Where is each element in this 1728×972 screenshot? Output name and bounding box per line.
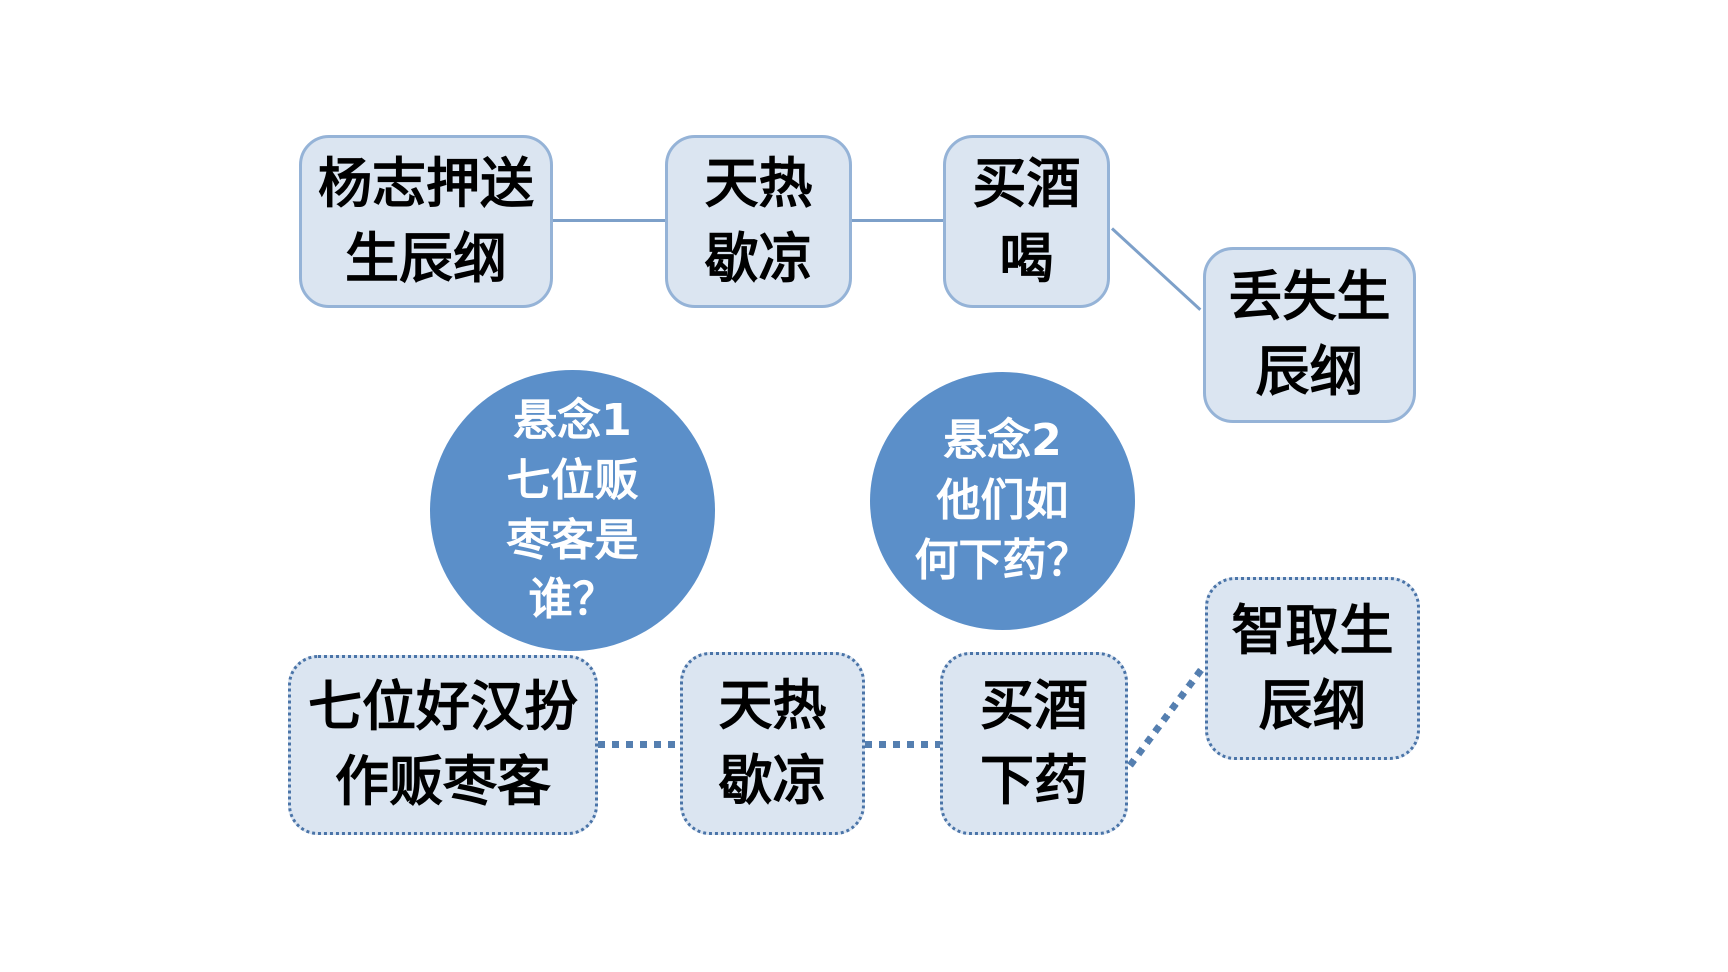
circle-text-line: 悬念1: [513, 394, 632, 446]
node-text-line: 歇凉: [718, 748, 827, 812]
circle-text-line: 他们如: [936, 475, 1069, 527]
node-text-line: 丢失生: [1228, 265, 1391, 329]
node-text-line: 买酒: [972, 151, 1081, 215]
node-text-line: 买酒: [980, 673, 1088, 737]
node-text-line: 辰纲: [1258, 673, 1367, 737]
connector-line: [852, 219, 943, 222]
circle-text-line: 七位贩: [506, 454, 639, 506]
dotted-connector-line: [865, 741, 940, 748]
circle-suspense-1: 悬念1 七位贩 枣客是 谁？: [430, 370, 715, 651]
node-text-line: 天热: [718, 673, 827, 737]
connector-line-diagonal: [1110, 227, 1202, 311]
node-text-line: 智取生: [1231, 598, 1394, 662]
node-text-line: 辰纲: [1255, 340, 1364, 403]
node-text-line: 作贩枣客: [335, 750, 551, 813]
node-text-line: 杨志押送: [318, 151, 534, 215]
circle-text-line: 何下药？: [914, 534, 1091, 586]
node-text-line: 歇凉: [704, 226, 813, 290]
node-seven-heroes-disguise: 七位好汉扮 作贩枣客: [288, 655, 598, 835]
node-hot-day-rest: 天热 歇凉: [665, 135, 852, 308]
node-text-line: 下药: [980, 748, 1088, 812]
dotted-connector-line: [598, 741, 680, 748]
node-yangzhi-escort: 杨志押送 生辰纲: [299, 135, 553, 308]
circle-text-line: 谁？: [528, 574, 617, 626]
connector-line: [553, 219, 665, 222]
node-text-line: 喝: [999, 226, 1054, 290]
circle-suspense-2: 悬念2 他们如 何下药？: [870, 372, 1135, 630]
node-buy-wine-drink: 买酒 喝: [943, 135, 1110, 308]
dotted-connector-line-diagonal: [1127, 666, 1205, 768]
node-text-line: 天热: [704, 151, 813, 215]
circle-text-line: 悬念2: [943, 415, 1062, 467]
node-text-line: 七位好汉扮: [308, 675, 578, 739]
node-lose-birthday-gifts: 丢失生 辰纲: [1203, 247, 1416, 423]
node-buy-wine-drug: 买酒 下药: [940, 652, 1128, 835]
node-text-line: 生辰纲: [345, 226, 507, 290]
node-outwit-birthday-gifts: 智取生 辰纲: [1205, 577, 1420, 760]
node-hot-day-rest-2: 天热 歇凉: [680, 652, 865, 835]
circle-text-line: 枣客是: [506, 514, 639, 566]
